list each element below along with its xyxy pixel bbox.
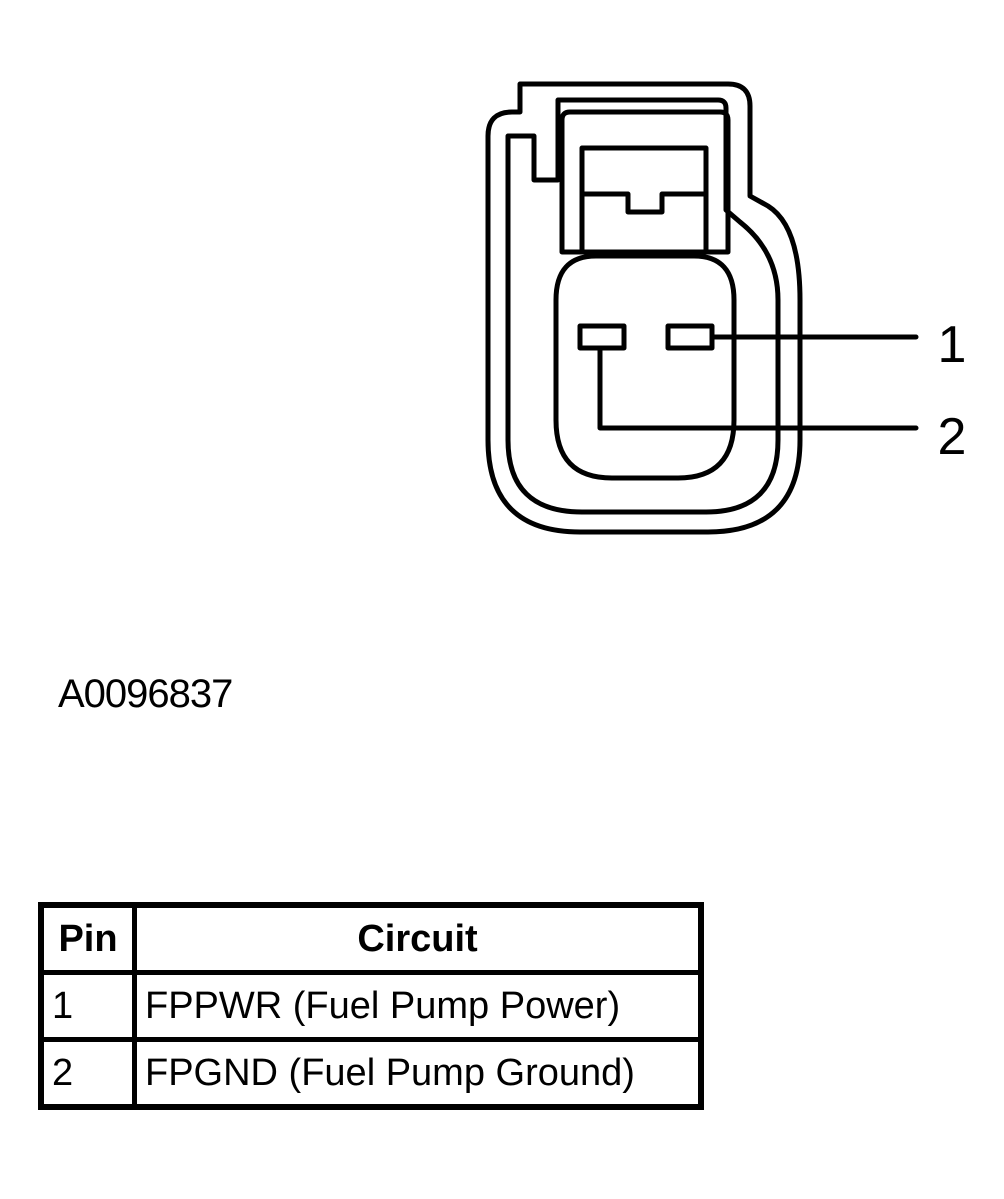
header-circuit: Circuit xyxy=(132,902,704,975)
pin-number: 1 xyxy=(38,970,137,1042)
pin-circuit-table: Pin Circuit 1 FPPWR (Fuel Pump Power) 2 … xyxy=(38,902,704,1110)
table-row: 1 FPPWR (Fuel Pump Power) xyxy=(38,970,704,1042)
pin-number: 2 xyxy=(38,1037,137,1110)
connector-face-diagram: 1 2 xyxy=(485,81,967,535)
pin-2-terminal xyxy=(577,323,627,351)
locking-tab-outer xyxy=(559,109,731,255)
pin-2-leader-line xyxy=(597,345,919,431)
figure-id-label: A0096837 xyxy=(58,672,233,716)
pin-1-terminal xyxy=(665,323,715,351)
header-pin: Pin xyxy=(38,902,137,975)
pin-1-callout: 1 xyxy=(938,316,967,374)
connector-housing-inner xyxy=(505,97,781,515)
table-row: 2 FPGND (Fuel Pump Ground) xyxy=(38,1037,704,1110)
pin-2-callout: 2 xyxy=(938,408,967,466)
circuit-name: FPPWR (Fuel Pump Power) xyxy=(132,970,704,1042)
locking-tab-inner xyxy=(579,145,709,255)
connector-housing-outer xyxy=(485,81,803,535)
table-header-row: Pin Circuit xyxy=(38,902,704,975)
pin-cavity xyxy=(553,253,737,481)
circuit-name: FPGND (Fuel Pump Ground) xyxy=(132,1037,704,1110)
